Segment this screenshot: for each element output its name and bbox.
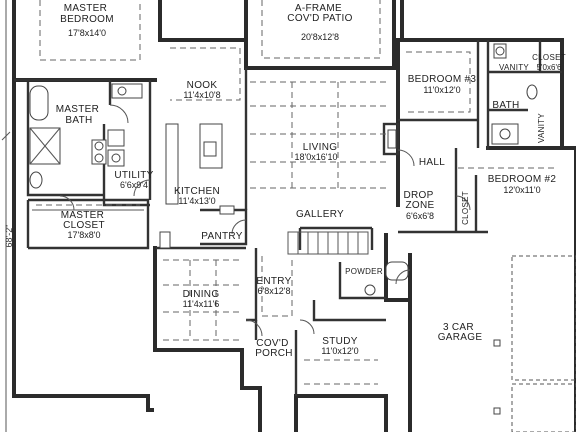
room-name-living: LIVING xyxy=(303,142,338,153)
room-name-dining: DINING xyxy=(183,289,220,300)
staircase xyxy=(287,231,369,255)
room-name-drop-zone: DROP ZONE xyxy=(403,190,436,211)
room-name-aframe-patio: A-FRAME COV'D PATIO xyxy=(287,3,352,24)
room-size-bedroom-2: 12'0x11'0 xyxy=(503,185,540,195)
room-size-dining: 11'4x11'6 xyxy=(183,299,220,309)
room-name-line: COV'D xyxy=(256,338,288,349)
room-size-kitchen: 11'4x13'0 xyxy=(178,196,215,206)
room-name-closet-upper: CLOSET xyxy=(532,53,566,62)
room-name-line: COV'D PATIO xyxy=(287,13,352,24)
room-size-aframe-patio: 20'8x12'8 xyxy=(301,32,339,42)
room-name-utility: UTILITY xyxy=(114,170,153,181)
garage-doors xyxy=(493,255,576,432)
room-size-master-closet: 17'8x8'0 xyxy=(68,230,101,240)
room-name-line: MASTER xyxy=(56,104,99,115)
room-name-nook: NOOK xyxy=(187,80,218,91)
room-size-nook: 11'4x10'8 xyxy=(183,90,220,100)
room-name-line: BATH xyxy=(65,115,92,126)
room-name-kitchen: KITCHEN xyxy=(174,186,220,197)
room-size-entry: 6'8x12'8 xyxy=(258,286,291,296)
room-size-study: 11'0x12'0 xyxy=(321,346,358,356)
room-size-drop-zone: 6'6x6'8 xyxy=(406,211,434,221)
room-name-vanity-upper: VANITY xyxy=(499,63,529,72)
room-size-bedroom-3: 11'0x12'0 xyxy=(423,85,460,95)
room-size-living: 18'0x16'10 xyxy=(295,152,338,162)
room-name-pantry: PANTRY xyxy=(201,231,242,242)
room-name-bedroom-2: BEDROOM #2 xyxy=(488,174,557,185)
room-name-bath: BATH xyxy=(492,100,519,111)
room-name-closet-side: CLOSET xyxy=(461,191,470,225)
dashed-ceiling-lines xyxy=(36,0,556,385)
room-name-gallery: GALLERY xyxy=(296,209,344,220)
room-size-master-bedroom: 17'8x14'0 xyxy=(68,28,106,38)
door-swings xyxy=(59,104,471,337)
room-name-bedroom-3: BEDROOM #3 xyxy=(408,74,477,85)
overall-dimension-label: 68'-2" xyxy=(4,225,14,248)
room-name-line: ZONE xyxy=(406,200,435,211)
room-name-vanity-side: VANITY xyxy=(537,113,546,143)
room-size-closet-upper: 5'0x6'6 xyxy=(537,63,562,72)
exterior-walls xyxy=(12,0,576,432)
room-name-covd-porch: COV'D PORCH xyxy=(255,338,293,359)
room-name-master-closet: MASTER CLOSET xyxy=(61,210,108,231)
room-name-garage: 3 CAR GARAGE xyxy=(438,322,483,343)
room-name-entry: ENTRY xyxy=(256,276,291,287)
room-name-hall: HALL xyxy=(419,157,445,168)
room-labels: MASTER BEDROOM 17'8x14'0 A-FRAME COV'D P… xyxy=(56,3,566,359)
room-size-utility: 6'6x9'4 xyxy=(120,180,148,190)
room-name-line: MASTER xyxy=(61,210,104,221)
room-name-line: GARAGE xyxy=(438,332,483,343)
room-name-line: 3 CAR xyxy=(443,322,474,333)
room-name-line: BEDROOM xyxy=(60,14,114,25)
fixtures xyxy=(29,43,538,296)
room-name-line: MASTER xyxy=(64,3,107,14)
room-name-line: PORCH xyxy=(255,348,293,359)
room-name-study: STUDY xyxy=(322,336,357,347)
room-name-master-bedroom: MASTER BEDROOM xyxy=(60,3,114,25)
room-name-master-bath: MASTER BATH xyxy=(56,104,103,126)
room-name-powder: POWDER xyxy=(345,267,383,276)
overall-dimension-line: 68'-2" xyxy=(1,0,14,432)
room-name-line: A-FRAME xyxy=(295,3,342,14)
room-name-line: DROP xyxy=(403,190,433,201)
room-name-line: CLOSET xyxy=(63,220,105,231)
